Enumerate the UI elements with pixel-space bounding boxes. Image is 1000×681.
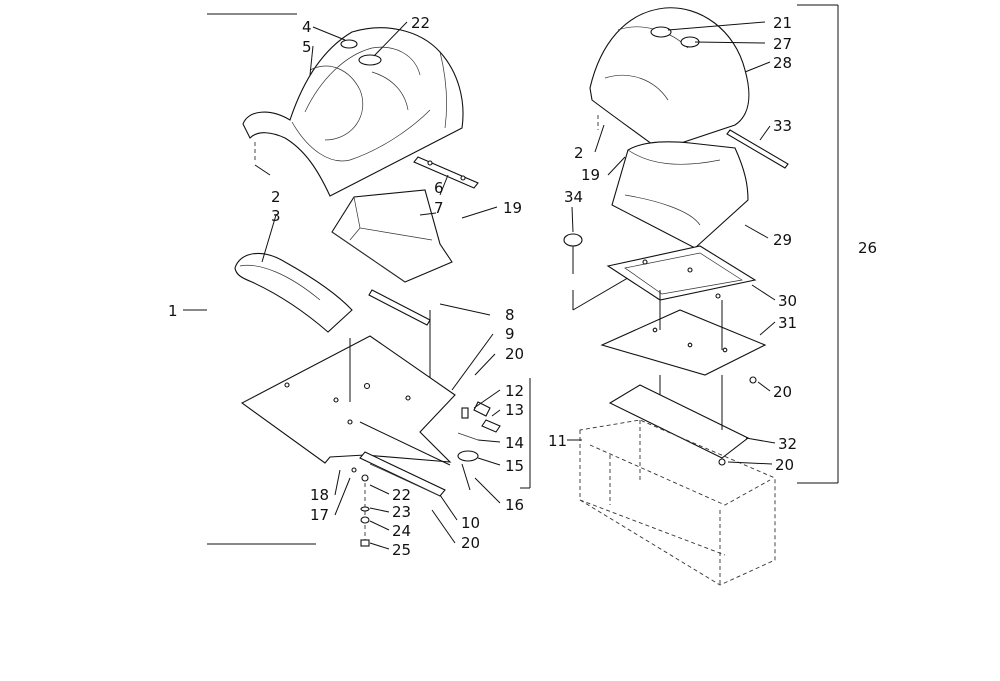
storage-box xyxy=(331,189,453,283)
callout-19-right: 19 xyxy=(581,166,600,184)
leader-lines xyxy=(183,21,776,550)
callout-21: 21 xyxy=(773,14,792,32)
callout-20-right-upper: 20 xyxy=(773,383,792,401)
bracket-part xyxy=(368,289,431,380)
callout-20-right-lower: 20 xyxy=(775,456,794,474)
seat-cushion xyxy=(611,141,749,249)
callout-28: 28 xyxy=(773,54,792,72)
callout-32: 32 xyxy=(778,435,797,453)
callout-9: 9 xyxy=(505,325,515,343)
hardware-stack xyxy=(351,467,370,547)
callout-33: 33 xyxy=(773,117,792,135)
seat-shell xyxy=(242,27,464,197)
callout-6: 6 xyxy=(434,179,444,197)
callout-16: 16 xyxy=(505,496,524,514)
callout-4: 4 xyxy=(302,18,312,36)
vehicle-frame-outline xyxy=(579,419,776,586)
callout-31: 31 xyxy=(778,314,797,332)
callout-7: 7 xyxy=(434,199,444,217)
callout-labels: 1 4 5 22 2 3 6 7 19 8 9 20 12 13 14 15 1… xyxy=(168,14,877,559)
callout-19-left: 19 xyxy=(503,199,522,217)
callout-13: 13 xyxy=(505,401,524,419)
callout-2-left: 2 xyxy=(271,188,281,206)
callout-10: 10 xyxy=(461,514,480,532)
callout-2-right: 2 xyxy=(574,144,584,162)
callout-22-top: 22 xyxy=(411,14,430,32)
callout-24: 24 xyxy=(392,522,411,540)
callout-14: 14 xyxy=(505,434,524,452)
mount-frame xyxy=(606,245,757,301)
latch-hardware xyxy=(457,378,531,491)
support-plate xyxy=(600,290,767,384)
strap-part xyxy=(413,156,479,189)
callout-15: 15 xyxy=(505,457,524,475)
callout-20-left-upper: 20 xyxy=(505,345,524,363)
bottom-rail xyxy=(359,451,446,497)
callout-26: 26 xyxy=(858,239,877,257)
support-rail xyxy=(608,375,750,466)
callout-18: 18 xyxy=(310,486,329,504)
callout-11: 11 xyxy=(548,432,567,450)
callout-17: 17 xyxy=(310,506,329,524)
callout-5: 5 xyxy=(302,38,312,56)
callout-29: 29 xyxy=(773,231,792,249)
callout-22-bottom: 22 xyxy=(392,486,411,504)
strap-33 xyxy=(726,129,789,169)
callout-30: 30 xyxy=(778,292,797,310)
callout-8: 8 xyxy=(505,306,515,324)
callout-20-left-lower: 20 xyxy=(461,534,480,552)
callout-3: 3 xyxy=(271,207,281,225)
callout-1: 1 xyxy=(168,302,178,320)
storage-seat-shell xyxy=(589,7,750,151)
callout-34: 34 xyxy=(564,188,583,206)
callout-25: 25 xyxy=(392,541,411,559)
base-plate xyxy=(240,335,456,466)
callout-12: 12 xyxy=(505,382,524,400)
callout-23: 23 xyxy=(392,503,411,521)
callout-27: 27 xyxy=(773,35,792,53)
rear-fender xyxy=(234,252,353,333)
